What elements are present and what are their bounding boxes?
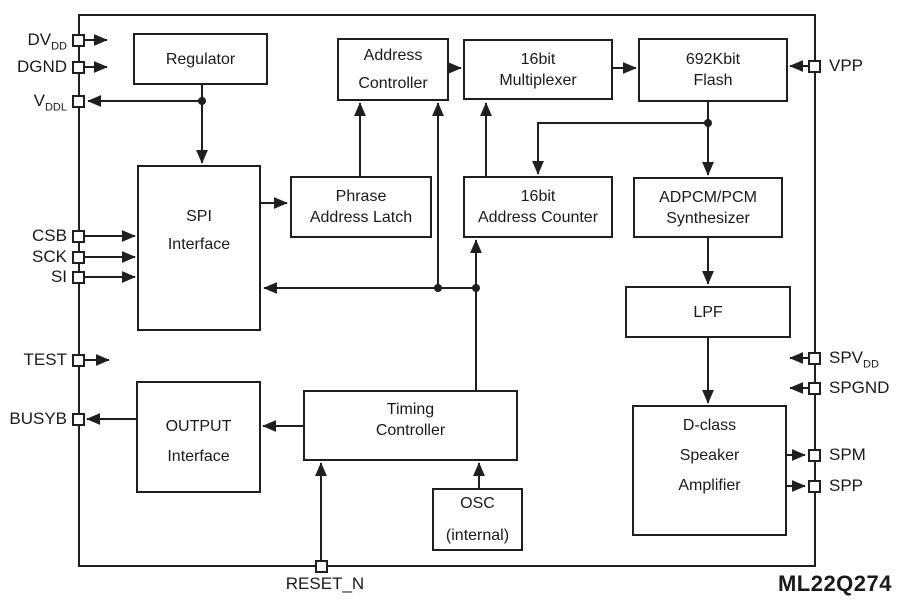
block-adpcm-pcm-synthesizer-label: ADPCM/PCM xyxy=(659,188,757,206)
block-spi-interface-label: SPI xyxy=(186,207,212,225)
block-16bit-multiplexer: 16bit Multiplexer xyxy=(463,39,613,100)
block-dclass-speaker-amplifier-label: D-class xyxy=(682,417,737,434)
block-adpcm-pcm-synthesizer: ADPCM/PCM Synthesizer xyxy=(633,177,783,238)
pin-label-reset-n: RESET_N xyxy=(285,574,365,593)
pin-reset-n xyxy=(315,560,328,573)
block-output-interface-label: OUTPUT xyxy=(165,417,232,435)
pin-test xyxy=(72,354,85,367)
block-regulator: Regulator xyxy=(133,33,268,85)
pin-label-csb: CSB xyxy=(32,226,67,245)
block-regulator-label: Regulator xyxy=(165,50,236,68)
pin-busyb xyxy=(72,413,85,426)
pin-si xyxy=(72,271,85,284)
pin-label-dvdd: DVDD xyxy=(27,30,67,53)
pin-label-sck: SCK xyxy=(32,247,67,266)
block-16bit-multiplexer-label: 16bit xyxy=(520,50,556,68)
block-osc-internal: OSC (internal) xyxy=(432,488,523,551)
block-phrase-address-latch-label: Phrase xyxy=(335,188,387,205)
block-osc-label: OSC xyxy=(460,495,495,512)
chip-outline xyxy=(78,14,816,567)
block-timing-controller: Timing Controller xyxy=(303,390,518,461)
pin-spm xyxy=(808,449,821,462)
block-lpf-label: LPF xyxy=(693,303,723,321)
pin-dgnd xyxy=(72,61,85,74)
part-number: ML22Q274 xyxy=(777,571,892,596)
block-address-controller-label: Address xyxy=(363,47,423,64)
pin-spp xyxy=(808,480,821,493)
block-692kbit-flash: 692Kbit Flash xyxy=(638,38,788,102)
pin-spgnd xyxy=(808,382,821,395)
block-output-interface: OUTPUT Interface xyxy=(136,381,261,493)
block-spi-interface: SPI Interface xyxy=(137,165,261,331)
pin-label-spm: SPM xyxy=(829,445,866,464)
block-phrase-address-latch: Phrase Address Latch xyxy=(290,176,432,238)
block-address-controller: Address Controller xyxy=(337,38,449,101)
block-692kbit-flash-label: 692Kbit xyxy=(685,51,741,68)
pin-label-spp: SPP xyxy=(829,476,864,495)
block-timing-controller-label: Timing xyxy=(386,400,435,418)
pin-label-dgnd: DGND xyxy=(16,57,67,76)
pin-label-busyb: BUSYB xyxy=(9,409,67,428)
block-16bit-address-counter: 16bit Address Counter xyxy=(463,176,613,238)
pin-csb xyxy=(72,230,85,243)
pin-vpp xyxy=(808,60,821,73)
pin-dvdd xyxy=(72,34,85,47)
pin-spvdd xyxy=(808,352,821,365)
pin-label-spgnd: SPGND xyxy=(829,378,890,397)
pin-label-vpp: VPP xyxy=(829,56,864,75)
pin-label-test: TEST xyxy=(23,350,67,369)
pin-label-spvdd: SPVDD xyxy=(829,348,879,371)
pin-sck xyxy=(72,251,85,264)
pin-vddl xyxy=(72,95,85,108)
block-16bit-address-counter-label: 16bit xyxy=(520,188,556,205)
block-lpf: LPF xyxy=(625,286,791,338)
pin-label-vddl: VDDL xyxy=(33,91,67,114)
pin-label-si: SI xyxy=(50,267,67,286)
block-dclass-speaker-amplifier: D-class Speaker Amplifier xyxy=(632,405,787,536)
